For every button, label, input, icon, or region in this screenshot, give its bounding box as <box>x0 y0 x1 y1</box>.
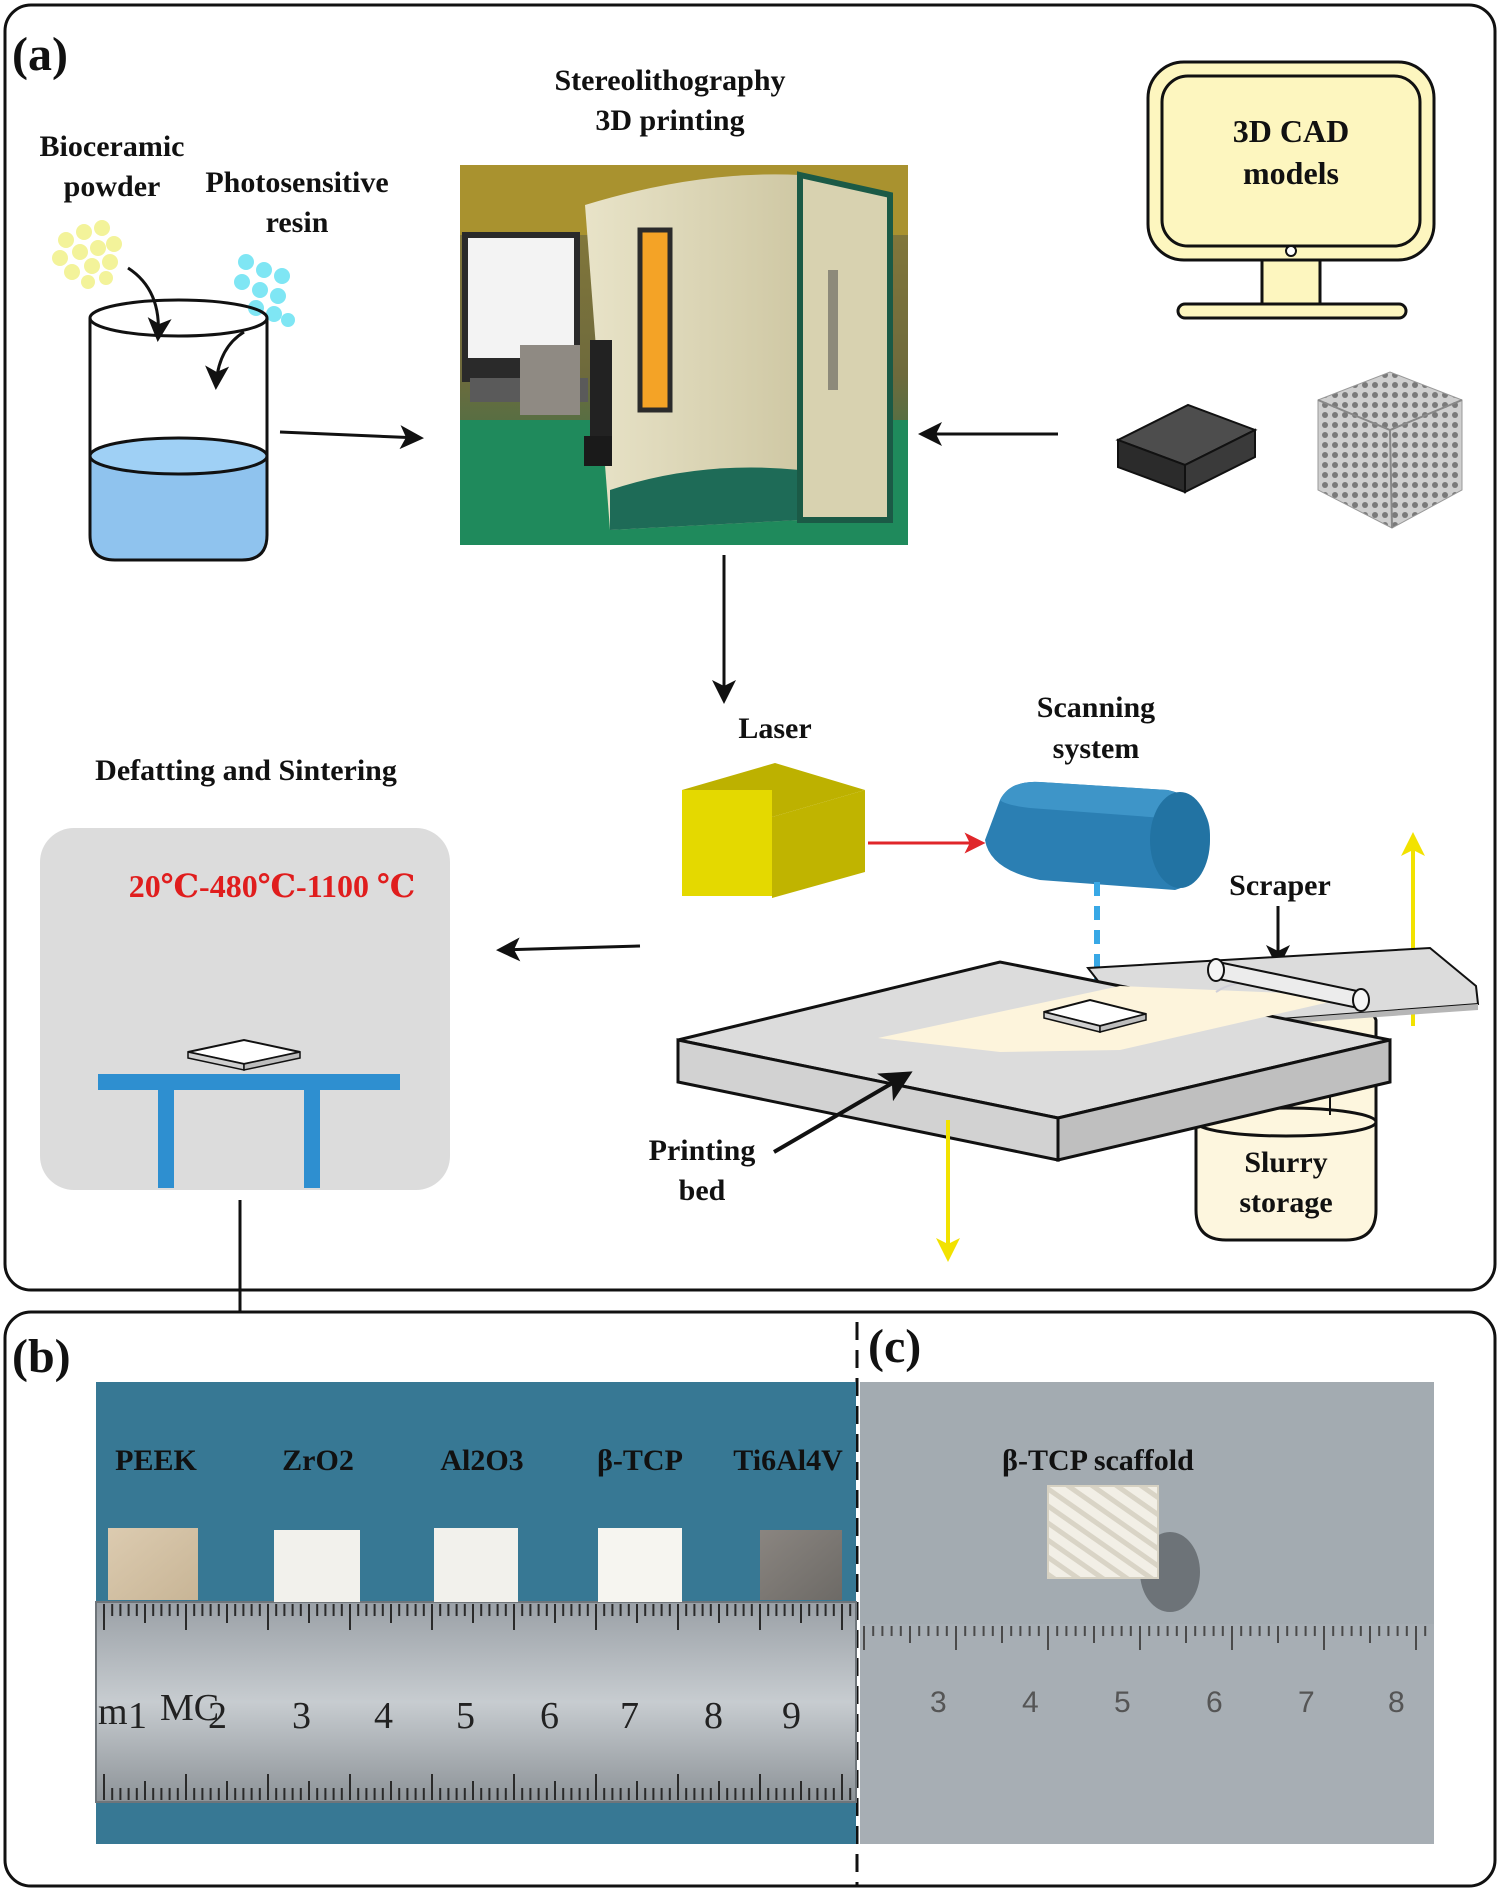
ruler-b-num-6: 6 <box>540 1695 559 1737</box>
slurry-label-line1: Slurry <box>1244 1146 1327 1179</box>
ruler-b-num-2: 2 <box>208 1695 227 1737</box>
sintering-title: Defatting and Sintering <box>95 754 397 787</box>
ruler-c-num-6: 6 <box>1206 1686 1223 1719</box>
sintering-table <box>98 1038 400 1188</box>
scraper-label: Scraper <box>1229 869 1331 902</box>
cad-label-line1: 3D CAD <box>1233 113 1349 149</box>
sample-labels-b: PEEK ZrO2 Al2O3 β-TCP Ti6Al4V <box>115 1444 843 1477</box>
beaker-to-printer-arrow <box>279 425 424 450</box>
ruler-b-mc: MC <box>160 1687 219 1729</box>
ruler-b-unit: m <box>98 1691 128 1733</box>
sample-label-peek: PEEK <box>115 1444 197 1477</box>
printer-title-line1: Stereolithography <box>554 64 785 97</box>
sintering-furnace-box <box>40 828 450 1190</box>
scaffold-label: β-TCP scaffold <box>1002 1444 1194 1477</box>
sintering-temperatures: 20℃-480℃-1100 ℃ <box>129 868 416 904</box>
ruler-c-num-7: 7 <box>1298 1686 1315 1719</box>
sla-printer-photo <box>460 165 908 545</box>
printing-bed-label-line1: Printing <box>649 1134 756 1167</box>
ruler-b-num-5: 5 <box>456 1695 475 1737</box>
sample-label-al2o3: Al2O3 <box>440 1444 523 1477</box>
ruler-b-num-3: 3 <box>292 1695 311 1737</box>
panel-a-letter: (a) <box>12 28 68 81</box>
sample-label-zro2: ZrO2 <box>282 1444 354 1477</box>
scanning-label-line2: system <box>1053 732 1140 765</box>
panel-b-letter: (b) <box>12 1330 71 1383</box>
resin-drop-arrow <box>205 330 245 390</box>
ruler-c-num-3: 3 <box>930 1686 947 1719</box>
lattice-scaffold-model <box>1317 371 1463 529</box>
ruler-b-num-1: 1 <box>128 1695 147 1737</box>
printing-bed-label-line2: bed <box>679 1174 726 1207</box>
bioceramic-label-line2: powder <box>64 170 161 203</box>
ruler-b-num-7: 7 <box>620 1695 639 1737</box>
powder-particles <box>52 220 122 289</box>
resin-label-line1: Photosensitive <box>205 166 388 199</box>
solid-block-model <box>1115 403 1258 494</box>
ruler-b-num-8: 8 <box>704 1695 723 1737</box>
scanning-system-block <box>985 781 1210 890</box>
cad-monitor-icon <box>1146 60 1436 320</box>
powder-drop-arrow <box>127 266 172 342</box>
printing-bed-pointer-arrow <box>772 1071 913 1154</box>
sample-label-btcp: β-TCP <box>597 1444 683 1477</box>
printed-part-square <box>1043 998 1147 1033</box>
samples-b-photo <box>95 1382 857 1844</box>
scanning-label-line1: Scanning <box>1037 691 1155 724</box>
ruler-c-num-5: 5 <box>1114 1686 1131 1719</box>
ruler-numbers-b: m 1 MC 2 3 4 5 6 7 8 9 <box>98 1687 801 1737</box>
scaffold-c-photo <box>860 1382 1434 1844</box>
panel-c-letter: (c) <box>868 1320 921 1373</box>
cad-label-line2: models <box>1243 155 1339 191</box>
ruler-b-num-9: 9 <box>782 1695 801 1737</box>
slurry-label-line2: storage <box>1239 1186 1332 1219</box>
ruler-b-num-4: 4 <box>374 1695 393 1737</box>
sample-label-ti6al4v: Ti6Al4V <box>733 1444 843 1477</box>
resin-label-line2: resin <box>266 206 329 239</box>
scraper-roller <box>1207 958 1370 1012</box>
laser-source-block <box>682 763 865 898</box>
ruler-numbers-c: 3 4 5 6 7 8 <box>930 1686 1405 1719</box>
mixing-beaker <box>88 298 269 562</box>
bioceramic-label-line1: Bioceramic <box>40 130 185 163</box>
laser-label: Laser <box>738 712 811 745</box>
ruler-c-num-8: 8 <box>1388 1686 1405 1719</box>
resin-droplets <box>234 254 295 327</box>
printer-title-line2: 3D printing <box>595 104 744 137</box>
platform-to-sintering-arrow <box>496 937 641 962</box>
ruler-c-num-4: 4 <box>1022 1686 1039 1719</box>
